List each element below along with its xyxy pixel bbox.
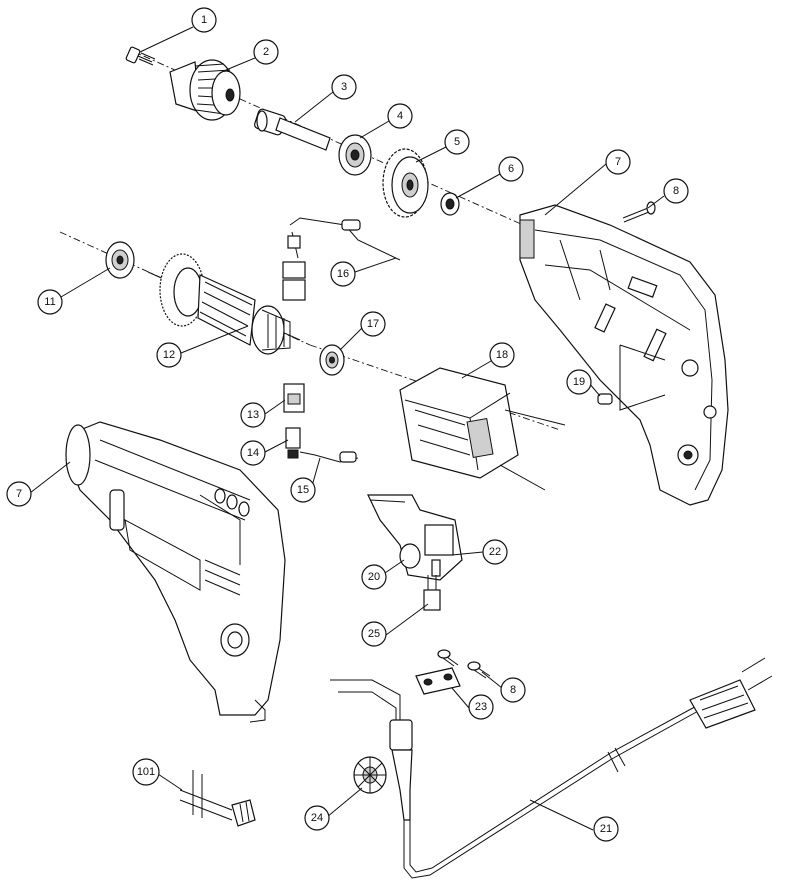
callout-11: 11 xyxy=(37,289,63,315)
callout-5: 5 xyxy=(444,129,470,155)
part-14-carbon-brush xyxy=(285,427,301,459)
callout-21-label: 21 xyxy=(600,823,612,835)
part-3-spindle xyxy=(254,108,331,151)
part-25-terminal xyxy=(423,575,441,611)
part-101-chuck-key xyxy=(179,770,256,827)
callout-18: 18 xyxy=(489,342,515,368)
part-2-drill-chuck xyxy=(169,59,241,121)
callout-8-bottom-label: 8 xyxy=(510,684,516,696)
callout-14-label: 14 xyxy=(247,447,259,459)
callout-6: 6 xyxy=(498,156,524,182)
callout-7-left: 7 xyxy=(6,481,32,507)
part-7-assembled-drill-body xyxy=(65,421,286,723)
part-21-power-cord-plug xyxy=(403,657,773,879)
part-8-cord-clamp-screws xyxy=(437,649,491,679)
callout-3: 3 xyxy=(331,74,357,100)
callout-7-right: 7 xyxy=(605,149,631,175)
callout-4-label: 4 xyxy=(397,110,403,122)
callout-23-label: 23 xyxy=(475,701,487,713)
power-cord-leads xyxy=(330,679,401,725)
callout-5-label: 5 xyxy=(454,136,460,148)
callout-24-label: 24 xyxy=(311,812,323,824)
callout-8-bottom: 8 xyxy=(500,677,526,703)
callout-22: 22 xyxy=(482,539,508,565)
part-7-housing-right-half xyxy=(519,204,729,506)
callout-6-label: 6 xyxy=(508,163,514,175)
callout-13-label: 13 xyxy=(247,409,259,421)
callout-19-label: 19 xyxy=(573,376,585,388)
callout-13: 13 xyxy=(240,402,266,428)
callout-101-label: 101 xyxy=(137,766,155,778)
part-18-stator xyxy=(399,367,566,491)
callout-21: 21 xyxy=(593,816,619,842)
callout-1-label: 1 xyxy=(201,14,207,26)
callout-22-label: 22 xyxy=(489,546,501,558)
callout-leader-lines xyxy=(29,26,665,831)
part-5-gear xyxy=(382,148,429,218)
callout-17-label: 17 xyxy=(367,318,379,330)
part-4-bearing xyxy=(338,134,372,176)
callout-15-label: 15 xyxy=(297,484,309,496)
part-16-brush-holder-lead xyxy=(282,217,401,301)
callout-8-top: 8 xyxy=(663,178,689,204)
assembly-axis-lines xyxy=(59,49,561,431)
callout-20-label: 20 xyxy=(368,571,380,583)
callout-101: 101 xyxy=(132,758,160,786)
callout-18-label: 18 xyxy=(496,349,508,361)
callout-16-label: 16 xyxy=(337,268,349,280)
callout-24: 24 xyxy=(304,805,330,831)
part-13-brush-block xyxy=(283,383,305,413)
part-20-22-switch-assembly xyxy=(367,494,463,581)
part-1-chuck-screw xyxy=(125,46,156,66)
callout-7-left-label: 7 xyxy=(16,488,22,500)
callout-1: 1 xyxy=(191,7,217,33)
callout-12-label: 12 xyxy=(163,349,175,361)
part-11-bearing xyxy=(105,241,135,279)
part-6-small-bearing xyxy=(440,192,460,216)
callout-12: 12 xyxy=(156,342,182,368)
callout-23: 23 xyxy=(468,694,494,720)
part-19-pin xyxy=(597,344,666,411)
part-17-bearing xyxy=(319,344,345,376)
callout-15: 15 xyxy=(290,477,316,503)
callout-7-right-label: 7 xyxy=(615,156,621,168)
part-8-housing-screw xyxy=(622,201,656,223)
callout-14: 14 xyxy=(240,440,266,466)
part-23-cord-clamp xyxy=(415,667,461,695)
part-24-cord-guard xyxy=(353,719,413,821)
callout-11-label: 11 xyxy=(44,296,55,308)
callout-25-label: 25 xyxy=(368,628,380,640)
part-12-armature xyxy=(147,253,301,355)
callout-2: 2 xyxy=(253,39,279,65)
callout-17: 17 xyxy=(360,311,386,337)
callout-20: 20 xyxy=(361,564,387,590)
callout-4: 4 xyxy=(387,103,413,129)
callout-25: 25 xyxy=(361,621,387,647)
callout-2-label: 2 xyxy=(263,46,269,58)
callout-16: 16 xyxy=(330,261,356,287)
callout-19: 19 xyxy=(566,369,592,395)
callout-8-top-label: 8 xyxy=(673,185,679,197)
callout-3-label: 3 xyxy=(341,81,347,93)
part-15-brush-lead xyxy=(299,451,359,463)
